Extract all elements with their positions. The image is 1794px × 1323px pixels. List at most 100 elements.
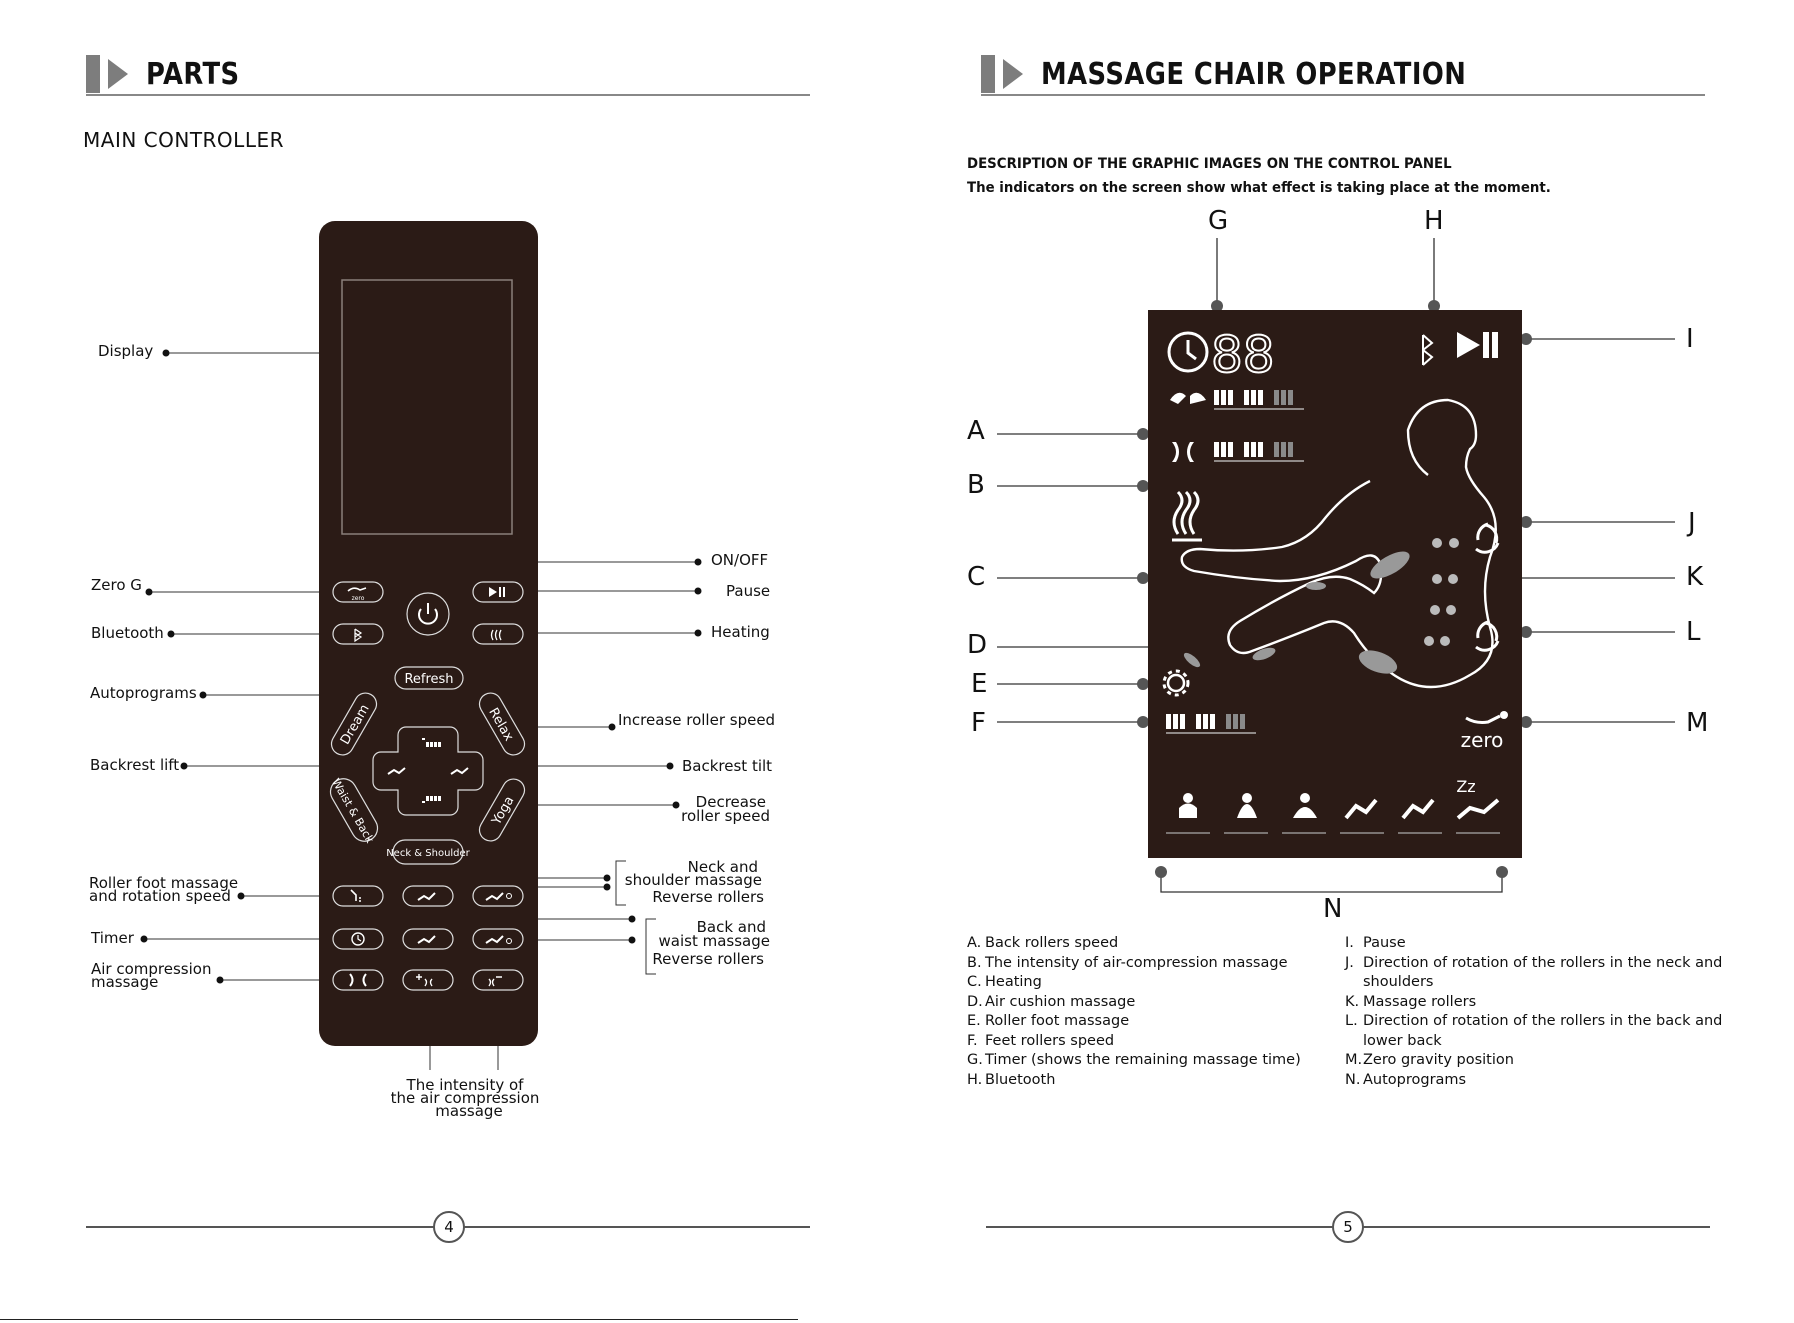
refresh-button[interactable]: Refresh <box>394 666 464 690</box>
display-callout: Display <box>98 342 154 360</box>
increase-speed-icon <box>422 738 441 747</box>
speed-bar-segment <box>1244 442 1249 457</box>
bluetooth-button[interactable] <box>332 623 384 645</box>
speed-bar-segment <box>1214 442 1219 457</box>
neck-callout-3: Reverse rollers <box>652 888 764 906</box>
power-button[interactable] <box>406 592 450 636</box>
speed-bar-segment <box>1258 390 1263 405</box>
legend-item: F.Feet rollers speed <box>967 1032 1115 1049</box>
operation-title: MASSAGE CHAIR OPERATION <box>1041 57 1467 92</box>
air-intensity-up-button[interactable] <box>402 969 454 991</box>
roller-foot-callout-2: and rotation speed <box>89 887 231 905</box>
power-icon <box>418 608 438 625</box>
sleep-label: Zz <box>1456 777 1475 796</box>
speed-bar-segment <box>1210 714 1215 729</box>
header-rule <box>86 94 810 96</box>
letter-n: N <box>1323 894 1343 924</box>
neck-rotation-icon <box>1475 522 1500 554</box>
legend-item: J.Direction of rotation of the rollers i… <box>1345 954 1723 971</box>
backrest-lift-callout: Backrest lift <box>90 756 180 774</box>
roller-foot-indicator <box>1162 669 1190 697</box>
speed-bar-segment <box>1281 390 1286 405</box>
speed-bar-segment <box>1226 714 1231 729</box>
neck-shoulder-massage-button[interactable] <box>402 885 454 907</box>
header-bar <box>981 55 995 93</box>
play-icon <box>1457 332 1480 358</box>
intensity-callout-1: The intensity of <box>406 1076 524 1094</box>
zero-g-button[interactable]: zero <box>332 581 384 603</box>
direction-pad[interactable] <box>372 726 484 816</box>
back-reverse-button[interactable] <box>472 928 524 950</box>
air-comp-callout-2: massage <box>91 973 159 991</box>
air-compression-button[interactable] <box>332 969 384 991</box>
letter-h: H <box>1424 206 1444 236</box>
back-waist-massage-button[interactable] <box>402 928 454 950</box>
speed-bar-segment <box>1221 390 1226 405</box>
heating-indicator <box>1172 490 1202 542</box>
roller-foot-icon <box>350 889 361 902</box>
main-controller-subtitle: MAIN CONTROLLER <box>83 128 284 152</box>
legend-item: D.Air cushion massage <box>967 993 1136 1010</box>
legend-item-continued: shoulders <box>1363 974 1434 990</box>
heating-icon <box>490 629 502 641</box>
letter-i: I <box>1686 324 1694 354</box>
header-arrow-icon <box>108 59 128 89</box>
neck-massage-icon <box>417 892 436 901</box>
speed-bar-segment <box>1274 442 1279 457</box>
dec-roller-callout-1: Decrease <box>695 793 766 811</box>
timer-callout: Timer <box>91 929 134 947</box>
back-callout-1: Back and <box>696 918 766 936</box>
letter-l: L <box>1686 617 1701 647</box>
intensity-callout-3: massage <box>435 1102 503 1120</box>
zero-g-callout: Zero G <box>91 576 142 594</box>
legend-item: K.Massage rollers <box>1345 993 1477 1010</box>
neck-callout-1: Neck and <box>687 858 758 876</box>
speed-bar-segment <box>1203 714 1208 729</box>
air-compression-indicator <box>1172 442 1304 462</box>
clock-icon <box>1167 331 1209 373</box>
hands-icon <box>1170 392 1206 404</box>
autoprograms-callout: Autoprograms <box>90 684 197 702</box>
clock-icon <box>351 932 365 946</box>
back-rotation-icon <box>1475 620 1500 652</box>
neck-shoulder-button[interactable]: Neck & Shoulder <box>386 839 471 865</box>
legend-item: L.Direction of rotation of the rollers i… <box>1345 1013 1723 1029</box>
speed-bar-segment <box>1258 442 1263 457</box>
legend-item: H.Bluetooth <box>967 1071 1056 1088</box>
decrease-speed-icon <box>422 796 441 803</box>
refresh-label: Refresh <box>404 672 453 687</box>
header-arrow-icon <box>1003 59 1023 89</box>
neck-reverse-button[interactable] <box>472 885 524 907</box>
speed-bar-segment <box>1274 390 1279 405</box>
back-rollers-speed-indicator <box>1170 392 1304 410</box>
speed-bar-segment <box>1233 714 1238 729</box>
neck-shoulder-label: Neck & Shoulder <box>386 848 470 859</box>
speed-bar-segment <box>1173 714 1178 729</box>
backrest-lift-icon <box>387 767 406 775</box>
screen-background <box>1148 310 1522 858</box>
bluetooth-callout: Bluetooth <box>91 624 164 642</box>
roller-foot-button[interactable] <box>332 885 384 907</box>
autoprogram-4-icon <box>1344 798 1378 820</box>
speed-bar-segment <box>1288 390 1293 405</box>
heating-button[interactable] <box>472 623 524 645</box>
letter-c: C <box>967 562 986 592</box>
timer-button[interactable] <box>332 928 384 950</box>
bluetooth-icon <box>1422 334 1434 366</box>
legend-right: I.Pause J.Direction of rotation of the r… <box>1345 934 1722 1090</box>
autoprogram-6-icon: Zz <box>1456 777 1500 820</box>
zero-gravity-indicator: zero <box>1461 711 1508 752</box>
timer-digits: 88 <box>1211 326 1275 384</box>
pause-button[interactable] <box>472 581 524 603</box>
pause-icon <box>1483 332 1489 358</box>
autoprogram-icons: Zz <box>1179 777 1500 820</box>
air-intensity-down-button[interactable] <box>472 969 524 991</box>
remote-controller: zero Refresh Dream Relax Waist & Back <box>319 221 538 1046</box>
letter-g: G <box>1208 206 1229 236</box>
legend-item: E.Roller foot massage <box>967 1013 1130 1029</box>
air-compression-icon <box>349 973 367 987</box>
letter-m: M <box>1686 708 1709 738</box>
timer-indicator: 88 <box>1167 325 1276 385</box>
speed-bar-segment <box>1288 442 1293 457</box>
back-callout-3: Reverse rollers <box>652 950 764 968</box>
